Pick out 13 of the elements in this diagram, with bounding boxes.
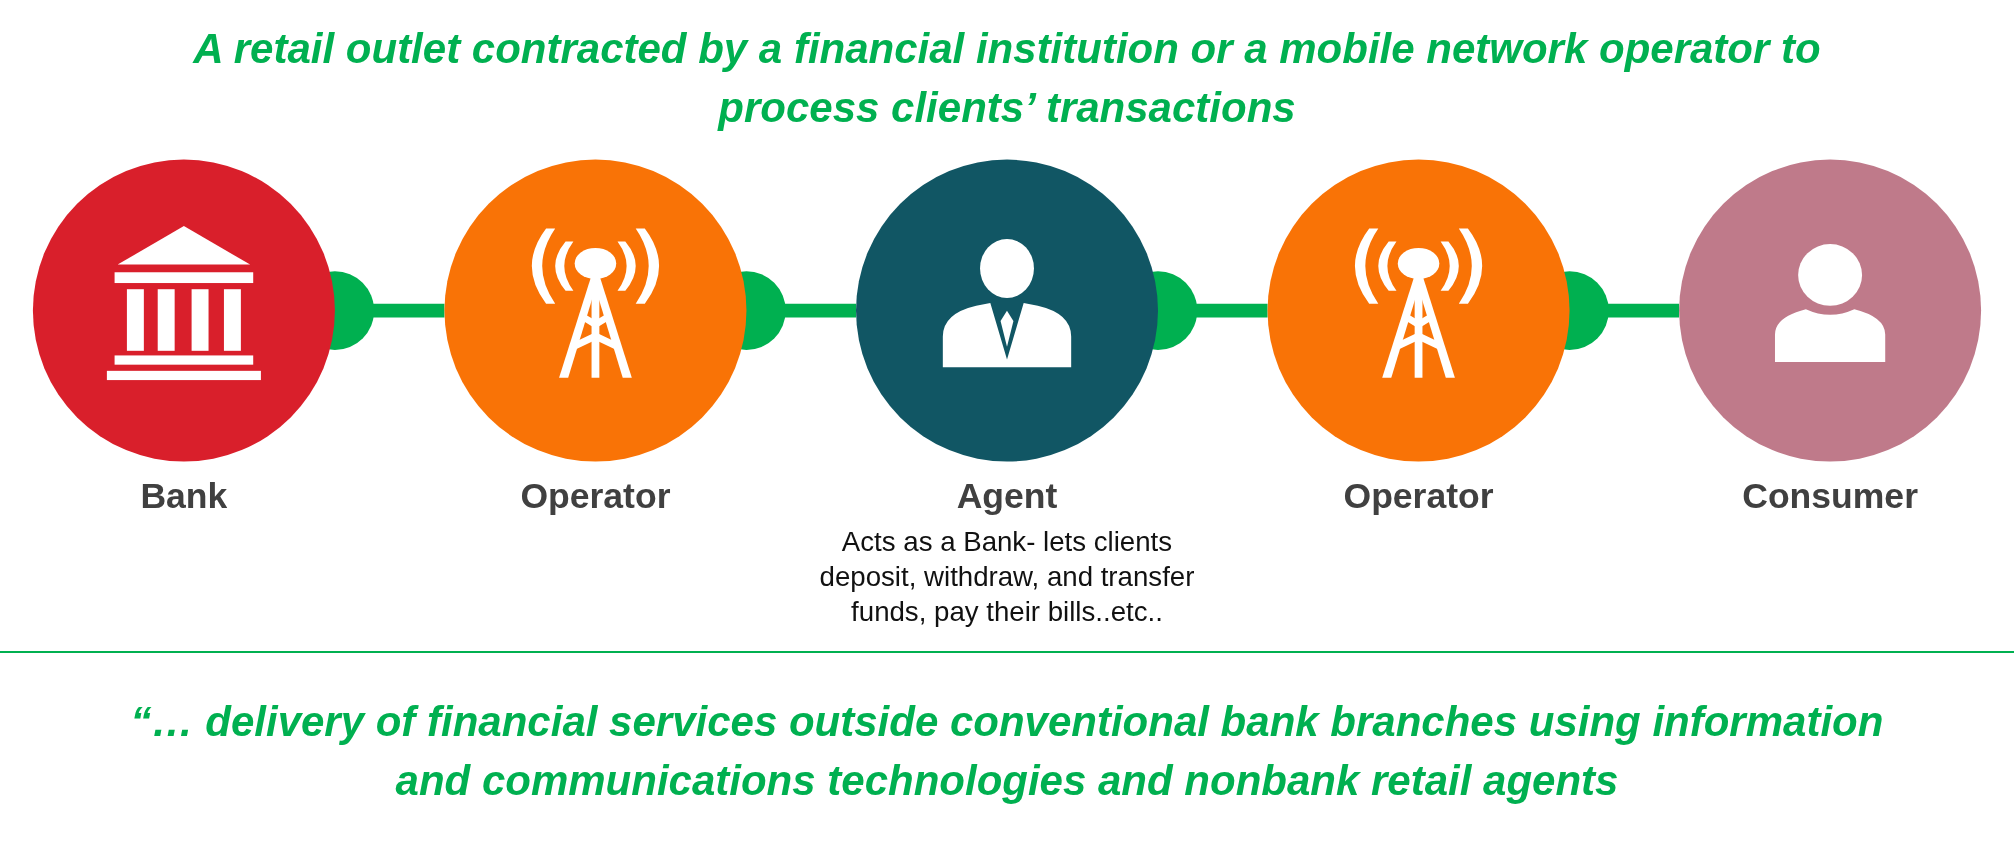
- node-label: Operator: [520, 475, 671, 516]
- title-text: A retail outlet contracted by a financial institution or a mobile network operator to process clients’ transactions: [191, 24, 1822, 133]
- node-circle: [444, 159, 747, 462]
- node-circle: [1267, 159, 1570, 462]
- node-label: Operator: [1343, 475, 1494, 516]
- node-circle: [1679, 159, 1982, 462]
- node-circle: [32, 159, 335, 462]
- node-label: Consumer: [1742, 475, 1918, 516]
- node-label: Agent: [956, 475, 1058, 516]
- node-circle: [856, 159, 1158, 462]
- caption-text: “… delivery of financial services outside conventional bank branches using information and communications technologies and nonbank retail agents: [129, 697, 1885, 806]
- node-label: Bank: [140, 475, 228, 516]
- description-text: Acts as a Bank- lets clients deposit, withdraw, and transfer funds, pay their bills..etc..: [818, 525, 1196, 629]
